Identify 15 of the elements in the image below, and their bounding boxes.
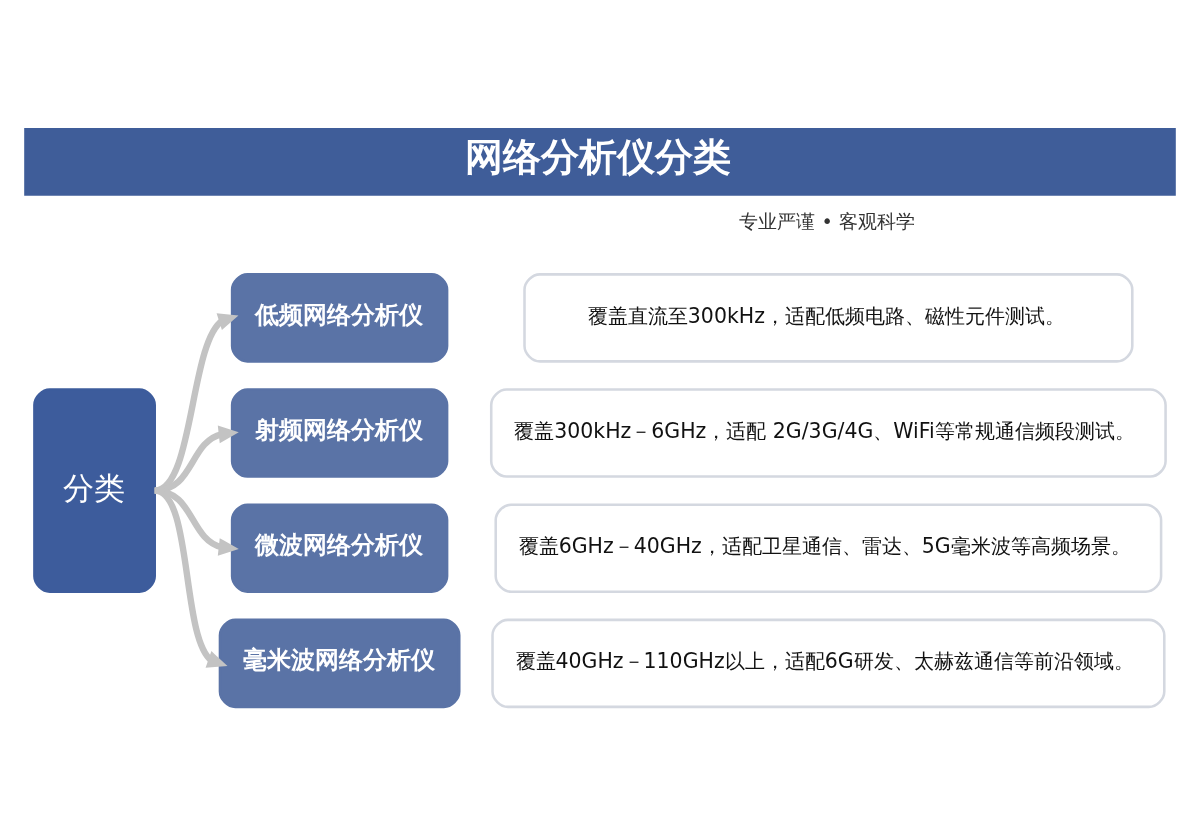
node-box: 低频网络分析仪: [230, 273, 449, 363]
label: 专业严谨 • 客观科学: [739, 209, 915, 233]
arrow: [153, 313, 239, 494]
node-box: 覆盖直流至300kHz，适配低频电路、磁性元件测试。: [523, 273, 1134, 363]
node-box: 毫米波网络分析仪: [218, 618, 461, 709]
arrow: [153, 487, 228, 668]
node-box: 射频网络分析仪: [230, 388, 449, 478]
arrow: [154, 487, 239, 556]
node-box: 覆盖40GHz－110GHz以上，适配6G研发、太赫兹通信等前沿领域。: [491, 618, 1166, 709]
diagram-title: 网络分析仪分类: [465, 134, 732, 180]
arrow: [154, 425, 239, 494]
node-box: 分类: [33, 388, 156, 593]
node-box: 微波网络分析仪: [230, 503, 449, 593]
node-box: 覆盖6GHz－40GHz，适配卫星通信、雷达、5G毫米波等高频场景。: [494, 503, 1163, 593]
node-box: 覆盖300kHz－6GHz，适配 2G/3G/4G、WiFi等常规通信频段测试。: [489, 388, 1167, 478]
